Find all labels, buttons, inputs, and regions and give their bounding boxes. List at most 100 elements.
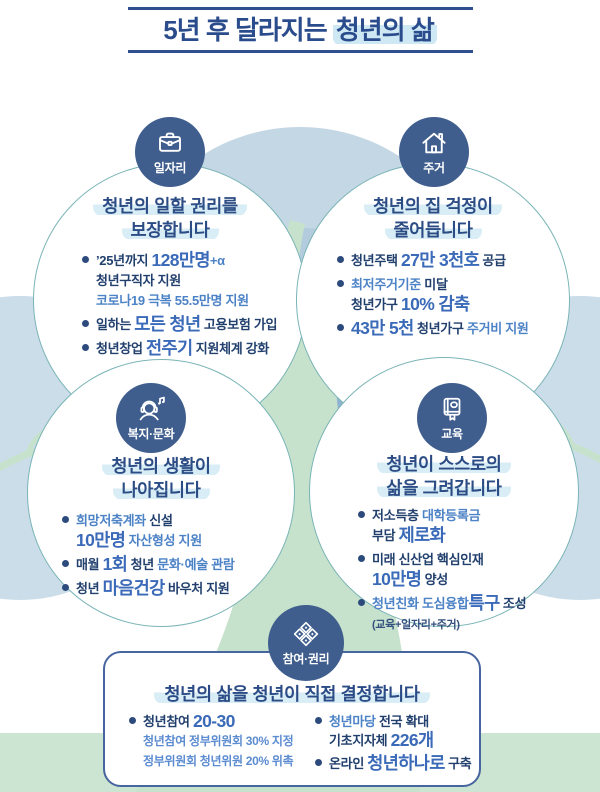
text-segment: 청년하나로 [367, 753, 445, 773]
text-segment: 모든 청년 [134, 314, 201, 334]
badge-education: 교육 [417, 383, 487, 453]
badge-welfare: 복지·문화 [116, 383, 186, 453]
quilt-diamond-icon [293, 621, 319, 647]
participation-heading-text: 청년의 삶을 청년이 직접 결정합니다 [154, 684, 430, 704]
bullet-line: 청년창업 전주기 지원체계 강화 [82, 339, 306, 359]
text-segment: 청년 [76, 581, 103, 596]
text-segment: 마음건강 [102, 578, 166, 598]
text-segment: 부담 [372, 528, 399, 543]
bullet-line: 청년참여 정부위원회 30% 지정 [129, 731, 315, 751]
bullet-line: 부담 제로화 [358, 526, 578, 546]
bullet-line: 코로나19 극복 55.5만명 지원 [82, 291, 306, 311]
text-segment: 최저주거기준 [351, 277, 421, 292]
text-segment: 청년친화 도심융합 [372, 596, 469, 611]
text-segment: 문화·예술 관람 [157, 557, 235, 572]
text-segment: 공급 [479, 253, 506, 268]
text-segment: 10% 감축 [400, 294, 470, 314]
text-segment: ’25년까지 [96, 253, 152, 268]
text-segment: 주거비 지원 [466, 321, 529, 336]
text-segment: 30% [245, 734, 269, 748]
text-segment: 지정 [268, 734, 294, 748]
text-segment: +α [209, 253, 225, 268]
text-segment: 128만명 [151, 250, 210, 270]
bullet-line: 10만명 양성 [358, 570, 578, 590]
bullet-line: 희망저축계좌 신설 [62, 511, 294, 531]
text-segment: 구축 [444, 756, 472, 771]
heading-line: 보장합니다 [34, 218, 306, 242]
bullet-line: 일하는 모든 청년 고용보험 가입 [82, 315, 306, 335]
book-icon [443, 397, 461, 421]
text-segment: 고용보험 가입 [200, 317, 278, 332]
text-segment: 20-30 [192, 711, 235, 731]
text-segment: 청년구직자 지원 [96, 273, 181, 288]
bullet-line: 10만명 자산형성 지원 [62, 531, 294, 551]
briefcase-icon [159, 132, 181, 152]
badge-participation: 참여·권리 [268, 605, 344, 681]
text-segment: 양성 [421, 572, 449, 587]
text-segment: 청년참여 [143, 714, 193, 729]
text-segment: 온라인 [329, 756, 368, 771]
text-segment: 코로나19 극복 55.5만명 지원 [96, 293, 249, 308]
text-segment: 청년창업 [96, 341, 146, 356]
bullet-line: 청년마당 전국 확대 [315, 712, 471, 731]
bullet-line: (교육+일자리+주거) [358, 614, 578, 635]
heading-line: 청년의 집 걱정이 [297, 194, 569, 218]
text-segment: 지원체계 강화 [192, 341, 270, 356]
text-segment: 청년마당 [329, 714, 376, 729]
page-title: 5년 후 달라지는 청년의 삶 [128, 13, 473, 47]
heading-line: 청년이 스스로의 [310, 452, 578, 476]
text-segment: 10만명 [372, 569, 422, 589]
text-segment: 1회 [102, 554, 128, 574]
badge-participation-label: 참여·권리 [282, 652, 330, 666]
badge-jobs: 일자리 [135, 117, 205, 187]
text-segment: 일하는 [96, 317, 135, 332]
text-segment: 조성 [499, 596, 527, 611]
title-rule-bottom [127, 50, 473, 53]
bullet-line: 기초지자체 226개 [315, 731, 471, 750]
text-segment: 청년가구 [413, 321, 467, 336]
text-segment: 청년주택 [351, 253, 401, 268]
text-segment: 27만 3천호 [400, 250, 480, 270]
heading-line: 청년의 생활이 [28, 454, 294, 478]
bullet-line: 43만 5천 청년가구 주거비 지원 [337, 319, 569, 339]
bullet-line: 매월 1회 청년 문화·예술 관람 [62, 555, 294, 575]
heading-line: 줄어듭니다 [297, 218, 569, 242]
text-segment: (교육+일자리+주거) [372, 619, 460, 631]
bullet-line: 미래 신산업 핵심인재 [358, 550, 578, 570]
text-segment: 226개 [390, 730, 435, 750]
bullet-line: 청년주택 27만 3천호 공급 [337, 251, 569, 271]
text-segment: 바우처 지원 [164, 581, 230, 596]
text-segment: 정부위원회 청년위원 [143, 754, 246, 768]
text-segment: 청년참여 정부위원회 [143, 734, 246, 748]
text-segment: 전주기 [145, 338, 193, 358]
heading-line: 청년의 일할 권리를 [34, 194, 306, 218]
text-segment: 제로화 [398, 525, 446, 545]
text-segment: 청년의 삶 [332, 15, 437, 45]
text-segment: 전국 확대 [375, 714, 429, 729]
heading-line: 삶을 그려갑니다 [310, 476, 578, 500]
bullet-line: 온라인 청년하나로 구축 [315, 753, 472, 773]
text-segment: 10만명 [76, 530, 126, 550]
bullet-line: 청년참여 20-30 [129, 712, 315, 731]
participation-heading: 청년의 삶을 청년이 직접 결정합니다 [105, 681, 479, 706]
text-segment: 희망저축계좌 [76, 513, 146, 528]
text-segment: 5년 후 달라지는 [163, 15, 333, 45]
badge-jobs-label: 일자리 [153, 161, 187, 175]
text-segment: 대학등록금 [421, 508, 481, 523]
text-segment: 신설 [145, 513, 173, 528]
text-segment: 특구 [468, 593, 501, 613]
badge-housing-label: 주거 [423, 161, 445, 175]
heading-line: 나아집니다 [28, 478, 294, 502]
bullet-line: ’25년까지 128만명+α [82, 251, 306, 271]
text-segment: 미래 신산업 핵심인재 [372, 552, 484, 567]
text-segment: 20% [245, 754, 269, 768]
